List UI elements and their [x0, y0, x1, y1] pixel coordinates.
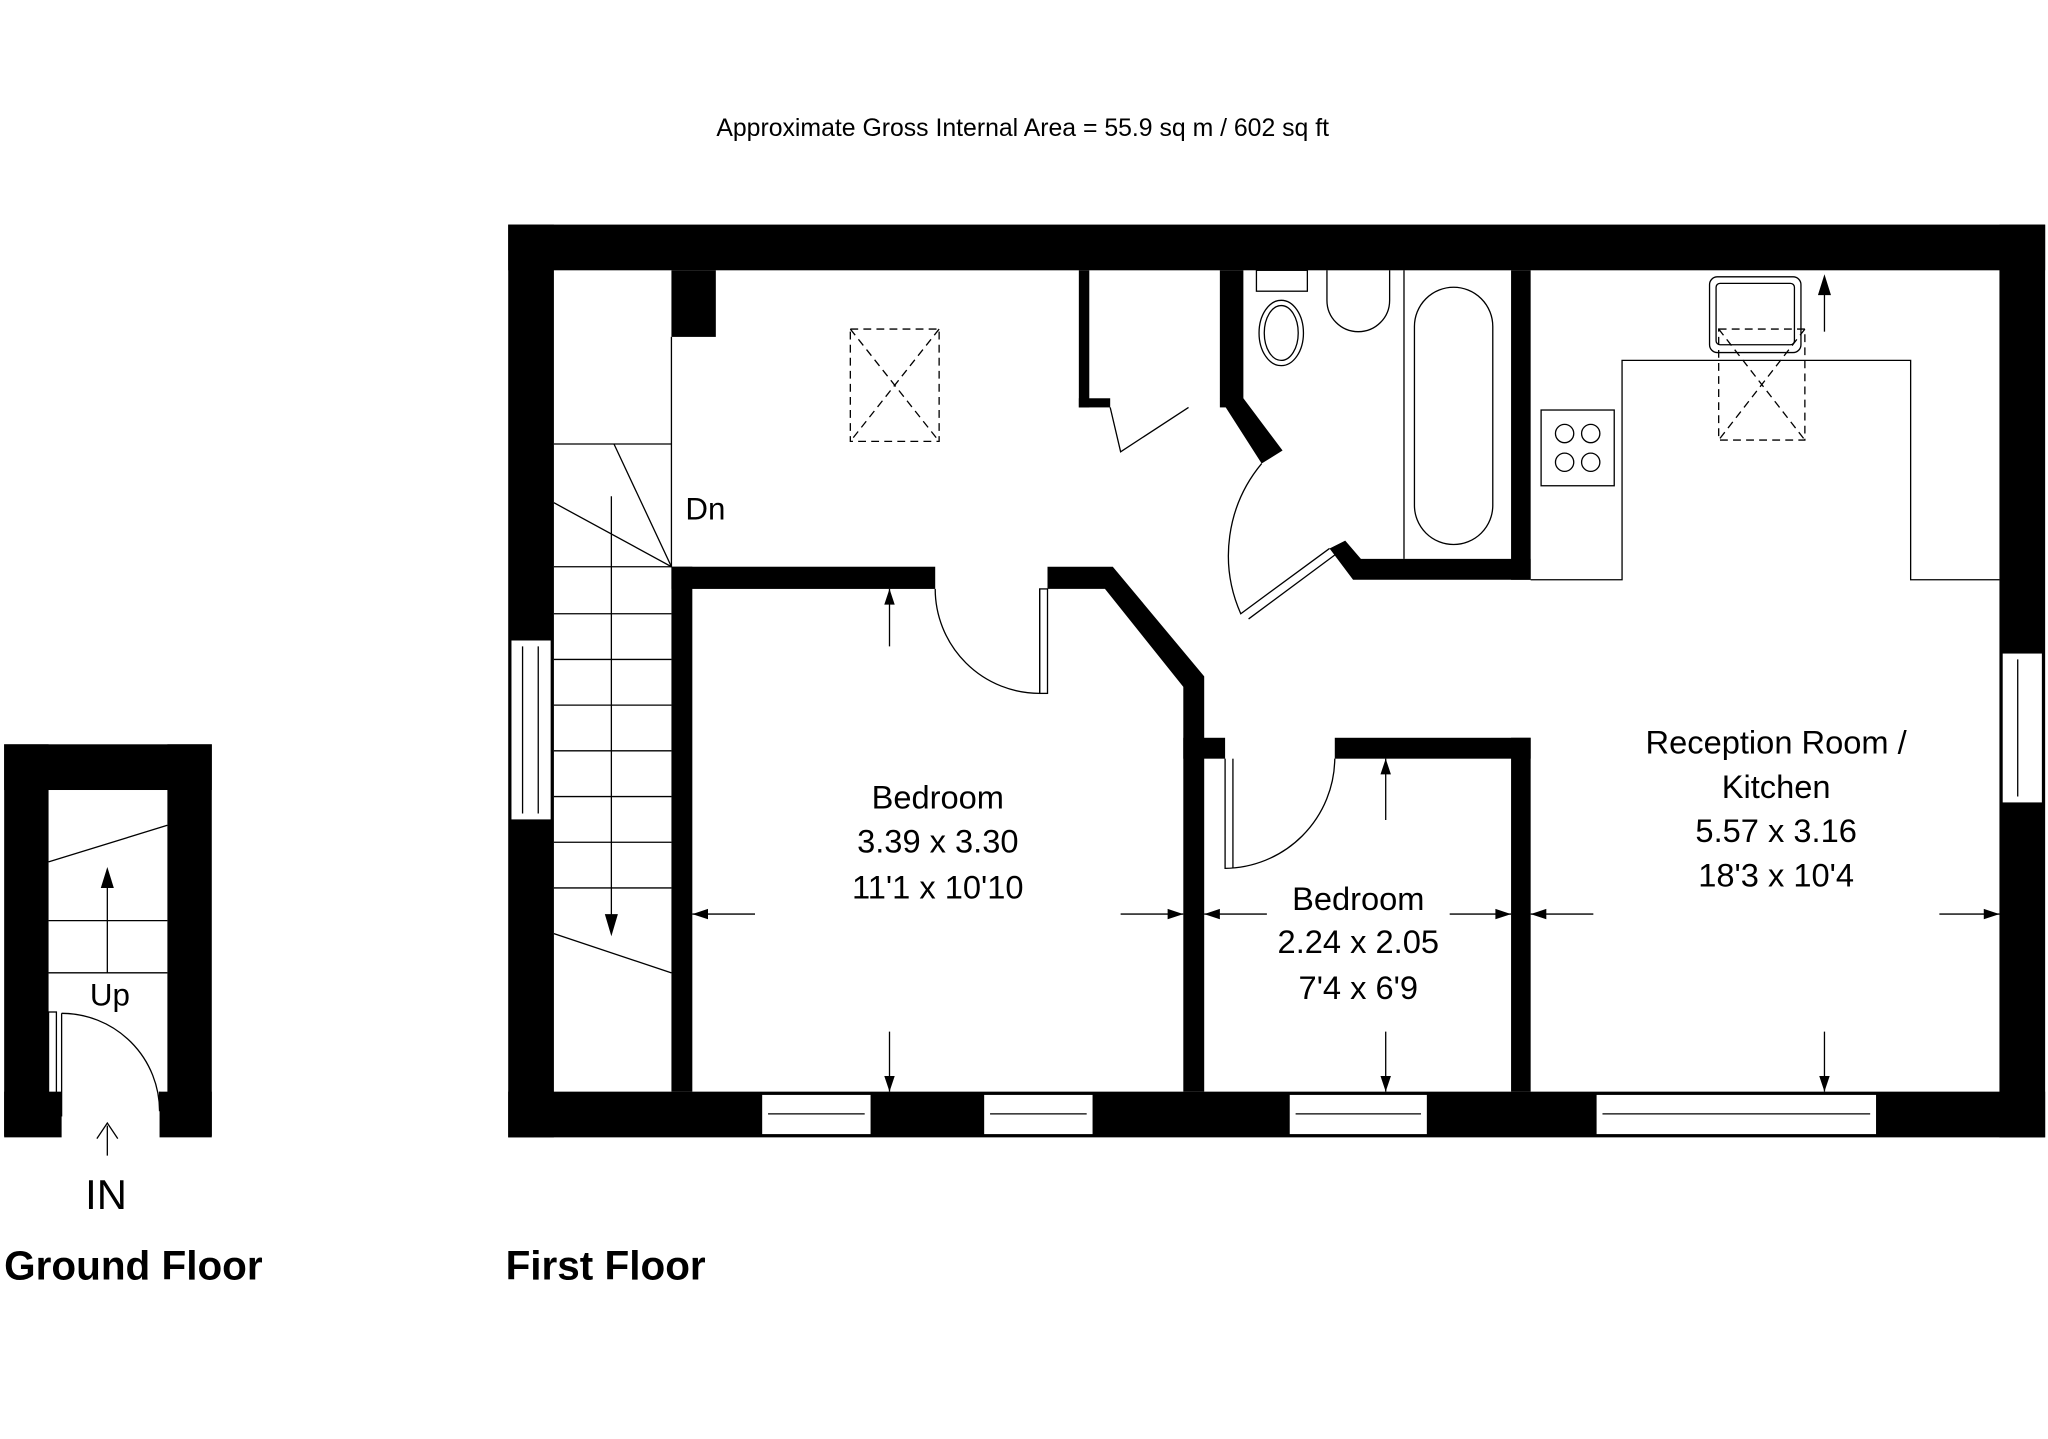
area-summary: Approximate Gross Internal Area = 55.9 s… [716, 115, 1329, 142]
room-name: Reception Room / [1646, 723, 1908, 760]
room-name: Bedroom [1292, 880, 1424, 917]
ground-floor-title: Ground Floor [4, 1243, 263, 1289]
room-imperial: 7'4 x 6'9 [1299, 969, 1418, 1006]
room-label-bedroom-2: Bedroom 2.24 x 2.05 7'4 x 6'9 [1278, 880, 1439, 1006]
stairs-up-label: Up [90, 977, 130, 1012]
room-name: Bedroom [872, 778, 1004, 815]
first-floor-title: First Floor [506, 1243, 706, 1289]
room-metric: 3.39 x 3.30 [857, 823, 1018, 860]
stairs-down-label: Dn [685, 492, 725, 527]
room-label-bedroom-1: Bedroom 3.39 x 3.30 11'1 x 10'10 [852, 778, 1024, 905]
ground-floor-plan [4, 744, 212, 1156]
room-imperial: 11'1 x 10'10 [852, 868, 1024, 905]
room-imperial: 18'3 x 10'4 [1698, 857, 1854, 894]
room-metric: 5.57 x 3.16 [1695, 812, 1856, 849]
room-metric: 2.24 x 2.05 [1278, 923, 1439, 960]
first-floor-plan [508, 224, 2046, 1138]
room-label-reception-kitchen: Reception Room / Kitchen 5.57 x 3.16 18'… [1646, 723, 1908, 893]
entrance-label: IN [85, 1171, 127, 1218]
room-name-line2: Kitchen [1722, 768, 1831, 805]
